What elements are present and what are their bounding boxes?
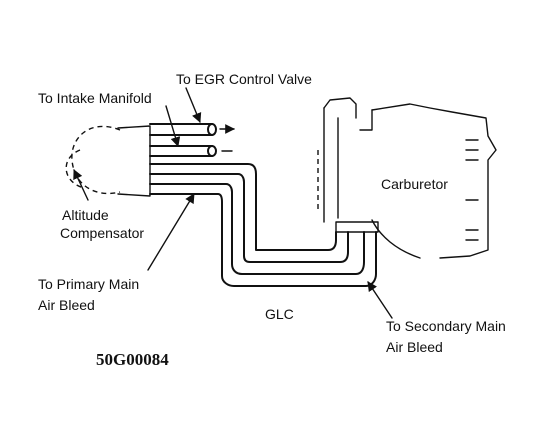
intake-label: To Intake Manifold xyxy=(38,90,152,106)
carburetor-label: Carburetor xyxy=(381,176,448,192)
secondary-label-line1: To Secondary Main xyxy=(386,318,506,334)
altitude-label-line1: Altitude xyxy=(62,207,109,223)
intake-hose xyxy=(149,145,233,157)
altitude-compensator xyxy=(65,125,151,197)
egr-leader-arrow xyxy=(185,87,202,123)
egr-label: To EGR Control Valve xyxy=(176,71,312,87)
primary-leader-arrow xyxy=(147,193,195,271)
primary-label-line2: Air Bleed xyxy=(38,297,95,313)
carburetor xyxy=(317,97,497,259)
altitude-label-line2: Compensator xyxy=(60,225,144,241)
intake-leader-arrow xyxy=(165,105,181,147)
figure-code: 50G00084 xyxy=(96,350,169,369)
primary-label-line1: To Primary Main xyxy=(38,276,139,292)
primary-air-bleed-hose xyxy=(149,163,349,263)
secondary-label-line2: Air Bleed xyxy=(386,339,443,355)
secondary-air-bleed-hose xyxy=(149,183,377,287)
egr-hose xyxy=(149,123,235,136)
secondary-leader-arrow xyxy=(367,281,393,319)
glc-label: GLC xyxy=(265,306,294,322)
altitude-leader-arrow xyxy=(73,169,89,201)
